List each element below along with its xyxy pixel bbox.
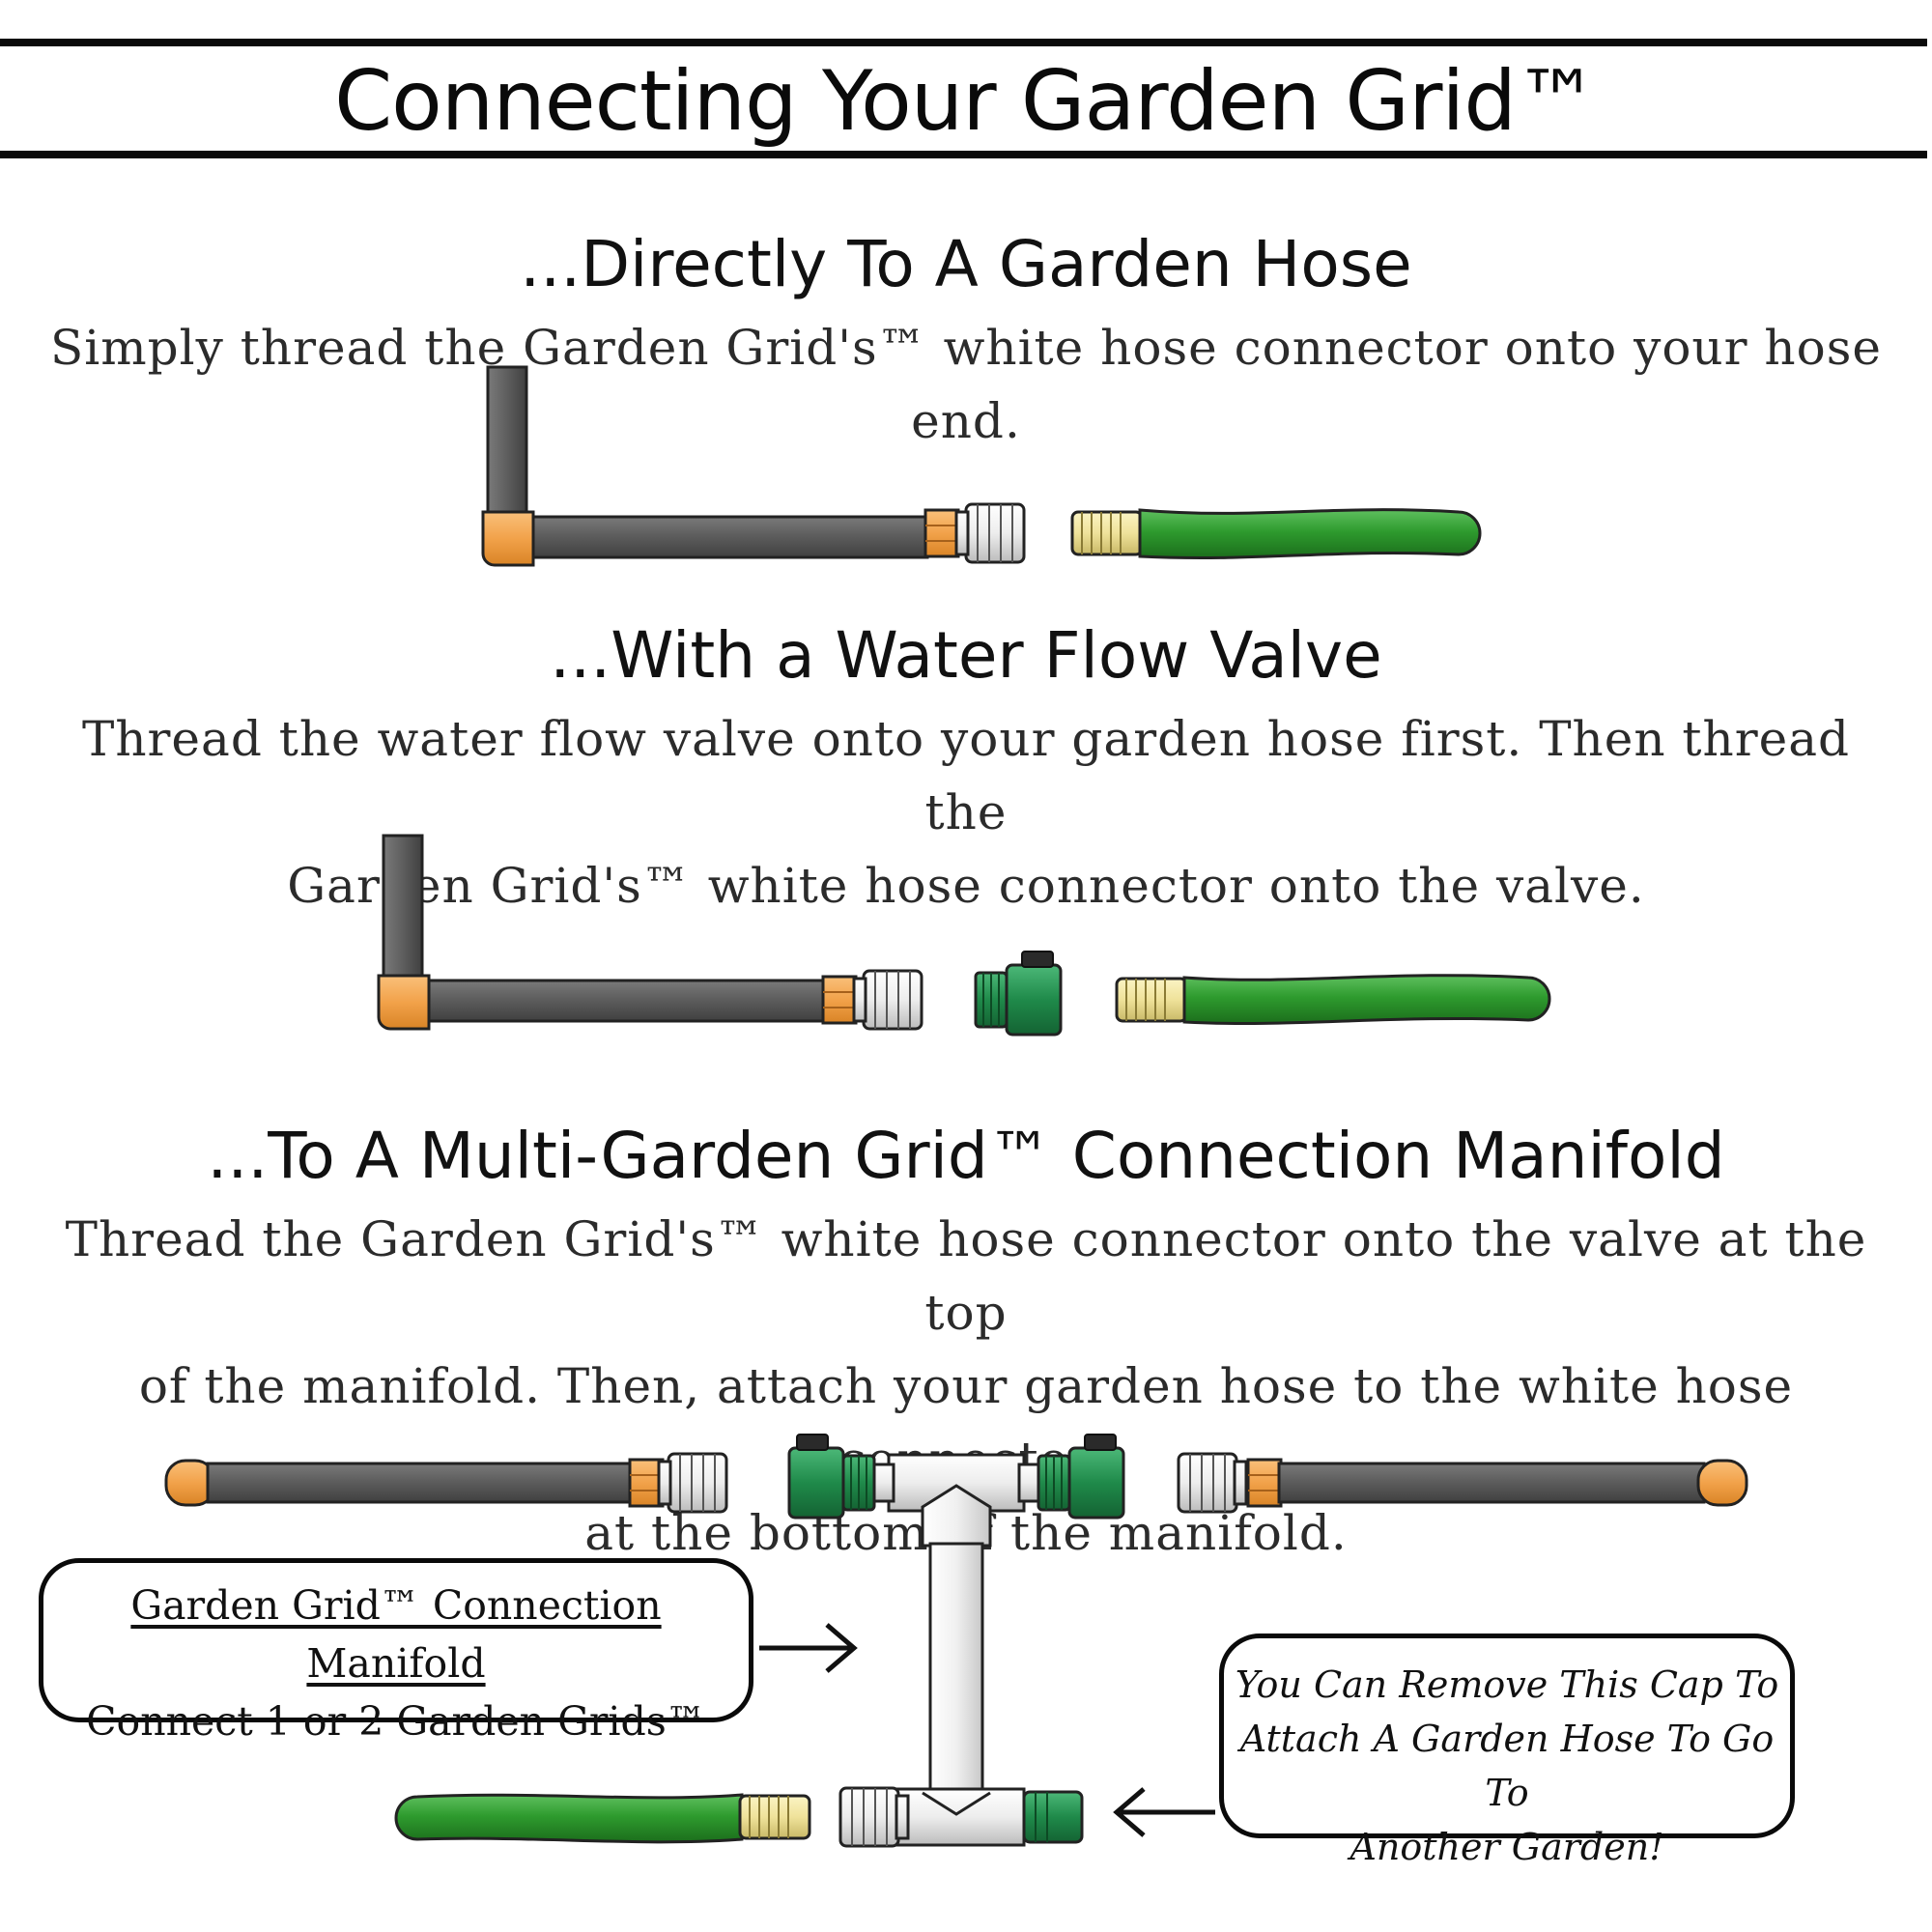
left-gray-pipe (206, 1462, 635, 1504)
manifold-top-tee-branch (921, 1484, 992, 1548)
manifold-bottom-tee-branch (922, 1791, 991, 1816)
manifold-top-pipe-left (872, 1463, 895, 1503)
right-white-connector (1177, 1452, 1248, 1514)
bottom-green-hose (394, 1793, 744, 1844)
section-text-manifold-line-1: Thread the Garden Grid's™ white hose con… (65, 1211, 1867, 1341)
manifold-callout: Garden Grid™ Connection Manifold Connect… (39, 1558, 753, 1745)
section-text-direct: Simply thread the Garden Grid's™ white h… (39, 311, 1893, 458)
manifold-right-valve (1037, 1433, 1125, 1520)
row1-green-hose (1138, 508, 1482, 560)
cap-callout: You Can Remove This Cap To Attach A Gard… (1219, 1634, 1795, 1868)
row1-vertical-pipe (486, 365, 528, 528)
section-text-valve: Thread the water flow valve onto your ga… (39, 702, 1893, 923)
row1-horizontal-pipe (520, 515, 929, 559)
cap-callout-line-3: Another Garden! (1350, 1826, 1664, 1868)
manifold-riser (928, 1542, 984, 1797)
row2-hex-nut (821, 975, 858, 1025)
manifold-bottom-cap (1022, 1790, 1084, 1844)
manifold-top-pipe-right (1017, 1463, 1040, 1503)
row1-hex-nut (923, 508, 960, 558)
arrow-to-manifold (759, 1623, 858, 1673)
manifold-bottom-white-connector (838, 1786, 910, 1848)
manifold-left-valve (787, 1433, 876, 1520)
right-gray-pipe (1277, 1462, 1706, 1504)
section-heading-direct: ...Directly To A Garden Hose (520, 227, 1412, 301)
cap-callout-line-1: You Can Remove This Cap To (1235, 1663, 1779, 1706)
row2-flow-valve (974, 950, 1063, 1037)
row1-assembly (481, 365, 1482, 567)
section-text-direct-line-1: Simply thread the Garden Grid's™ white h… (50, 320, 1882, 449)
row1-brass-fitting (1070, 510, 1144, 556)
title-underline-rule (0, 151, 1927, 158)
arrow-to-cap (1113, 1787, 1215, 1837)
row2-assembly (377, 834, 1551, 1037)
row2-white-connector (852, 969, 923, 1031)
section-text-valve-line-2: Garden Grid's™ white hose connector onto… (287, 858, 1645, 914)
row1-white-connector (954, 502, 1026, 564)
section-text-valve-line-1: Thread the water flow valve onto your ga… (81, 711, 1851, 840)
top-rule (0, 39, 1927, 46)
manifold-bottom-tee (887, 1787, 1026, 1847)
row2-horizontal-pipe (415, 979, 825, 1023)
section-heading-valve: ...With a Water Flow Valve (550, 618, 1382, 693)
bottom-brass-fitting (738, 1794, 811, 1840)
manifold-callout-title: Garden Grid™ Connection Manifold (130, 1582, 662, 1687)
row1-elbow (481, 510, 535, 567)
manifold-callout-subtitle: Connect 1 or 2 Garden Grids™ (86, 1698, 706, 1745)
manifold-assembly (164, 1433, 1748, 1848)
right-pipe-cap (1696, 1459, 1748, 1507)
section-heading-manifold: ...To A Multi-Garden Grid™ Connection Ma… (207, 1119, 1725, 1193)
cap-callout-line-2: Attach A Garden Hose To Go To (1239, 1718, 1775, 1814)
left-white-connector (657, 1452, 728, 1514)
row2-green-hose (1182, 974, 1551, 1026)
page-title: Connecting Your Garden Grid™ (334, 53, 1599, 150)
right-hex-nut (1246, 1458, 1283, 1508)
row2-brass-fitting (1115, 977, 1188, 1023)
row2-vertical-pipe (382, 834, 424, 992)
row2-elbow (377, 974, 431, 1031)
section-text-manifold-line-2: of the manifold. Then, attach your garde… (138, 1358, 1794, 1488)
